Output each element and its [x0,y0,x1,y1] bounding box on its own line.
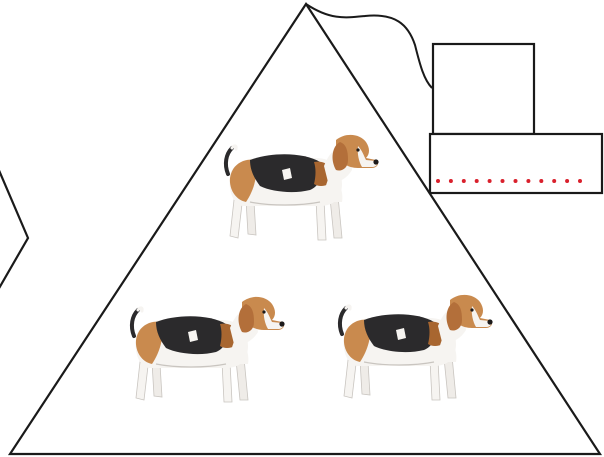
red-dot [448,179,453,183]
red-dot [539,179,544,183]
red-dot [578,179,582,183]
red-dot [552,179,557,183]
red-dot [513,179,518,183]
dotted-line [436,179,582,183]
red-dot [565,179,570,183]
container-box [431,42,536,136]
red-dot [461,179,466,183]
red-dot [500,179,505,183]
red-dot [487,179,492,183]
red-dot [526,179,531,183]
red-dot [474,179,479,183]
chevron-right-icon [0,169,30,289]
connector-line [305,3,433,89]
red-dot [436,179,440,183]
tray [428,132,604,195]
